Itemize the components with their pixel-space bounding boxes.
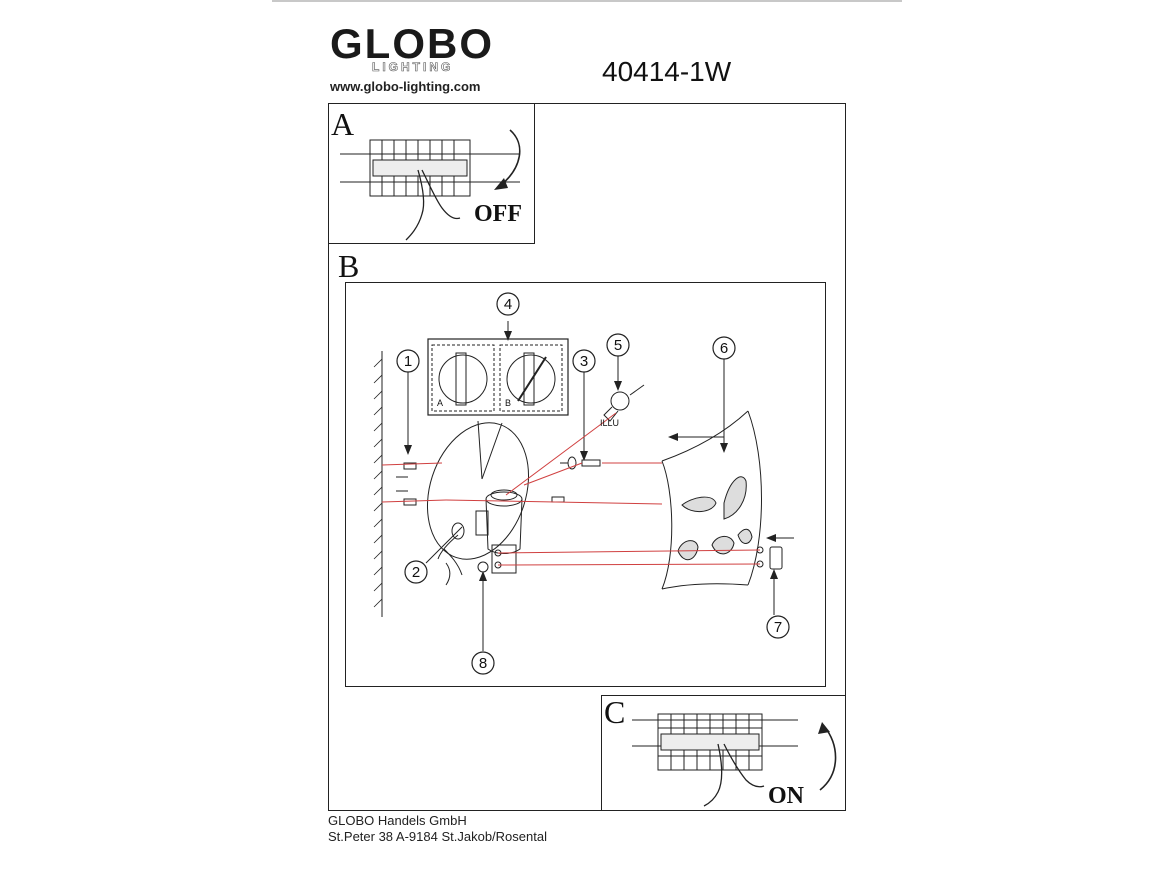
brand-logo: GLOBO	[330, 20, 494, 67]
section-b-label: B	[338, 248, 360, 284]
section-c-label: C	[604, 694, 626, 730]
brand-sub-logo: LIGHTING	[372, 60, 454, 75]
inset-label-a: A	[437, 398, 443, 408]
website-text: www.globo-lighting.com	[330, 79, 481, 94]
footer-company: GLOBO Handels GmbH	[328, 813, 467, 828]
step-number-3: 3	[580, 353, 588, 370]
footer-address: St.Peter 38 A-9184 St.Jakob/Rosental	[328, 829, 547, 844]
inset-label-b: B	[505, 398, 511, 408]
step-number-1: 1	[404, 353, 412, 370]
assembly-illustration	[373, 321, 794, 651]
instruction-frame	[328, 103, 846, 811]
step-number-2: 2	[412, 564, 420, 581]
model-number: 40414-1W	[602, 56, 732, 87]
step-number-7: 7	[774, 619, 782, 636]
step-number-5: 5	[614, 337, 622, 354]
breaker-on-illustration	[632, 713, 837, 807]
section-a-label: A	[331, 106, 355, 142]
off-caption: OFF	[474, 201, 522, 227]
assembly-box	[345, 282, 826, 687]
breaker-off-illustration	[340, 129, 521, 241]
step-number-8: 8	[479, 655, 487, 672]
bulb-label: ILLU	[600, 418, 619, 428]
top-divider	[272, 0, 902, 2]
step-number-4: 4	[504, 296, 512, 313]
step-number-6: 6	[720, 340, 728, 357]
on-caption: ON	[768, 783, 804, 809]
